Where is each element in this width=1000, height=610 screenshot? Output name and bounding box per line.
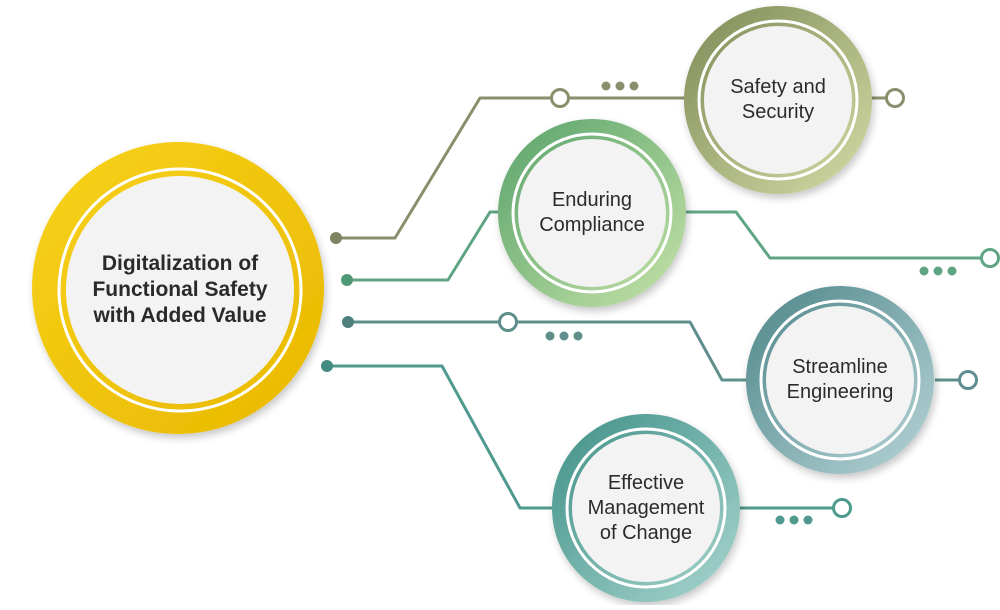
connector-start-dots — [321, 232, 354, 372]
branch-label-engineering: Streamline Engineering — [786, 356, 894, 403]
connector-engineering — [348, 320, 760, 382]
branch-engineering-inner — [766, 306, 914, 454]
ring-engineering-right — [958, 370, 978, 390]
ring-change-right — [832, 498, 852, 518]
ellipsis-decorations — [545, 81, 957, 525]
branch-change-inner — [572, 434, 720, 582]
branch-label-change: Effective Management of Change — [587, 471, 705, 544]
connector-safety — [336, 96, 700, 240]
branch-safety-inner — [704, 26, 852, 174]
main-topic-label: Digitalization of Functional Safety with… — [92, 251, 268, 328]
ellipsis-engineering — [545, 331, 583, 341]
ring-compliance-right — [980, 248, 1000, 268]
main-topic-white-ring — [57, 167, 303, 413]
ellipsis-change — [775, 515, 813, 525]
connector-compliance — [347, 210, 520, 282]
branch-engineering-white-ring — [759, 299, 921, 461]
branch-node-compliance — [498, 119, 686, 307]
connector-lines — [327, 96, 990, 510]
ellipsis-compliance — [919, 266, 957, 276]
ring-endpoints — [498, 88, 1000, 518]
branch-compliance-white-ring — [511, 132, 673, 294]
branch-change-white-ring — [565, 427, 727, 589]
ellipsis-safety — [601, 81, 639, 91]
start-dot-safety — [330, 232, 342, 244]
ring-safety-right — [885, 88, 905, 108]
connector-compliance-out — [680, 210, 990, 260]
branch-label-safety: Safety and Security — [730, 76, 826, 123]
start-dot-engineering — [342, 316, 354, 328]
branch-node-engineering — [746, 286, 934, 474]
branch-safety-white-ring — [697, 19, 859, 181]
branch-node-change — [552, 414, 740, 602]
start-dot-change — [321, 360, 333, 372]
start-dot-compliance — [341, 274, 353, 286]
branch-label-compliance: Enduring Compliance — [539, 189, 645, 236]
branch-compliance-inner — [518, 139, 666, 287]
connector-change — [327, 364, 560, 510]
branch-node-safety — [684, 6, 872, 194]
ring-safety-left — [550, 88, 570, 108]
main-topic-node — [32, 142, 324, 434]
ring-engineering-left — [498, 312, 518, 332]
main-topic-inner — [66, 176, 294, 404]
